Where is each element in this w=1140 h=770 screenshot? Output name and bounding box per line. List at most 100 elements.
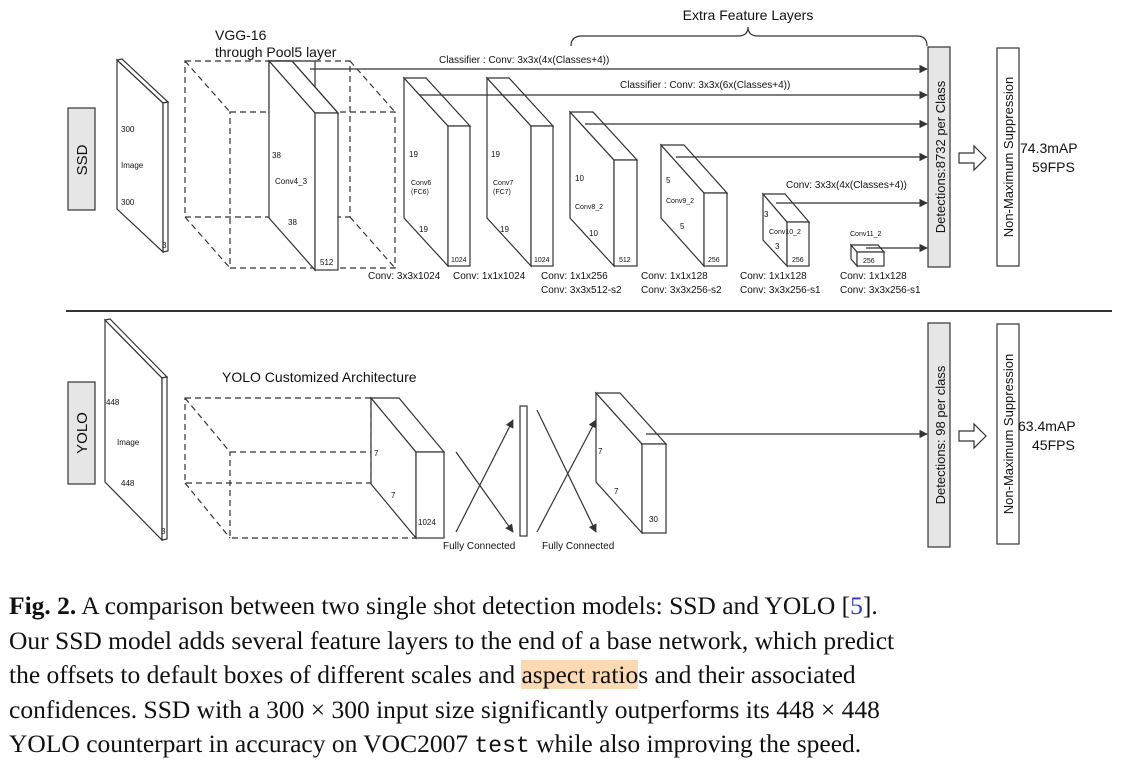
extra-layers-title: Extra Feature Layers — [683, 7, 814, 23]
caption-code-test: test — [474, 733, 530, 759]
ssd-fps: 59FPS — [1032, 159, 1075, 175]
ssd-side-label: SSD — [74, 144, 91, 175]
conv11-2-name: Conv11_2 — [850, 231, 882, 238]
fc6-name-1: Conv6 — [411, 180, 431, 187]
yolo-map: 63.4mAP — [1018, 418, 1076, 434]
yolo-side-label: YOLO — [74, 412, 91, 454]
caption-line-1-end: ]. — [862, 591, 878, 620]
conv10-2-block — [761, 192, 811, 268]
caption-line-1-text: A comparison between two single shot det… — [76, 591, 851, 620]
conv11-2-depth: 256 — [863, 258, 875, 265]
caption-line-5: YOLO counterpart in accuracy on VOC2007 … — [9, 727, 1139, 764]
ssd-image-dim-top: 300 — [121, 125, 135, 134]
fc7-dim-top: 19 — [491, 150, 500, 159]
conv10-2-dim-bottom: 3 — [775, 242, 780, 251]
vgg-title-2: through Pool5 layer — [215, 44, 337, 60]
fc6-dim-bottom: 19 — [419, 225, 428, 234]
conv9-2-block — [659, 143, 729, 268]
yolo-out-dim-bottom: 7 — [614, 487, 619, 496]
ssd-detections-label: Detections:8732 per Class — [933, 80, 948, 233]
ssd-detections-box — [927, 46, 951, 268]
ssd-diagram: SSD 300 Image 300 3 VGG-16 through Pool5… — [67, 7, 1078, 296]
caption-line-2: Our SSD model adds several feature layer… — [9, 625, 895, 655]
op-label-4a: Conv: 1x1x128 — [641, 271, 708, 282]
ssd-nms-box — [996, 47, 1020, 267]
conv4-3-block — [267, 59, 340, 272]
ssd-image-depth: 3 — [162, 241, 167, 250]
conv4-3-dim-left: 38 — [272, 151, 281, 160]
fc7-name-2: (FC7) — [493, 189, 511, 196]
yolo-fps: 45FPS — [1032, 437, 1075, 453]
conv10-2-dim-top: 3 — [764, 210, 769, 219]
conv11-2-block — [849, 243, 886, 268]
ssd-map: 74.3mAP — [1020, 140, 1078, 156]
ssd-nms-arrow — [958, 144, 987, 172]
yolo-block-dim-bottom: 7 — [391, 491, 396, 500]
yolo-detections-box — [927, 322, 951, 548]
vgg-title-1: VGG-16 — [215, 27, 267, 43]
yolo-nms-label: Non-Maximum Suppression — [1001, 354, 1016, 514]
yolo-out-depth: 30 — [649, 515, 658, 524]
yolo-side-box — [67, 381, 96, 485]
caption-line-3-end: s and their associated — [638, 660, 856, 689]
yolo-fc-label-2: Fully Connected — [542, 541, 614, 552]
yolo-nms-box — [996, 323, 1020, 545]
fc6-block — [402, 76, 472, 268]
ssd-image-dim-bottom: 300 — [121, 198, 135, 207]
ssd-input-image — [115, 58, 170, 254]
conv8-2-dim-bottom: 10 — [589, 229, 598, 238]
conv9-2-name: Conv9_2 — [666, 198, 694, 205]
op-label-6a: Conv: 1x1x128 — [840, 271, 907, 282]
op-label-5a: Conv: 1x1x128 — [740, 271, 807, 282]
op-label-2: Conv: 1x1x1024 — [453, 271, 526, 282]
yolo-feature-block — [369, 396, 446, 540]
yolo-nms-arrow — [958, 422, 987, 450]
op-label-3b: Conv: 3x3x512-s2 — [541, 285, 622, 296]
yolo-diagram: YOLO 448 Image 448 3 YOLO Customized Arc… — [67, 318, 1076, 552]
citation-link[interactable]: 5 — [850, 591, 863, 620]
classifier-label-2: Classifier : Conv: 3x3x(6x(Classes+4)) — [620, 80, 790, 91]
ssd-nms-label: Non-Maximum Suppression — [1001, 77, 1016, 237]
conv8-2-name: Conv8_2 — [575, 204, 603, 211]
op-label-4b: Conv: 3x3x256-s2 — [641, 285, 722, 296]
conv10-2-name: Conv10_2 — [769, 229, 801, 236]
op-label-6b: Conv: 3x3x256-s1 — [840, 285, 921, 296]
classifier-label-1: Classifier : Conv: 3x3x(4x(Classes+4)) — [439, 55, 609, 66]
ssd-side-box — [67, 107, 96, 211]
fc6-depth: 1024 — [451, 257, 467, 264]
conv4-3-dim-bottom: 38 — [288, 218, 297, 227]
figure-caption: Fig. 2. A comparison between two single … — [9, 589, 1139, 764]
fc7-block — [485, 76, 555, 268]
conv8-2-dim-top: 10 — [575, 174, 584, 183]
yolo-image-depth: 3 — [161, 527, 166, 536]
conv9-2-depth: 256 — [708, 257, 720, 264]
yolo-block-dim-left: 7 — [374, 449, 379, 458]
fc6-name-2: (FC6) — [411, 189, 429, 196]
caption-line-4: confidences. SSD with a 300 × 300 input … — [9, 694, 880, 724]
architecture-figure: SSD 300 Image 300 3 VGG-16 through Pool5… — [66, 7, 1112, 552]
caption-line-3-text: the offsets to default boxes of differen… — [9, 660, 522, 689]
extra-layers-brace — [570, 26, 928, 47]
yolo-detections-label: Detections: 98 per class — [933, 365, 948, 504]
conv8-2-block — [568, 110, 639, 268]
op-label-5b: Conv: 3x3x256-s1 — [740, 285, 821, 296]
caption-line-3: the offsets to default boxes of differen… — [9, 658, 1139, 693]
caption-line-1: Fig. 2. A comparison between two single … — [9, 589, 1139, 624]
yolo-image-dim-bottom: 448 — [121, 479, 135, 488]
yolo-output-block — [594, 391, 668, 535]
yolo-arch-title: YOLO Customized Architecture — [222, 369, 417, 385]
conv10-2-depth: 256 — [792, 257, 804, 264]
op-label-1: Conv: 3x3x1024 — [368, 271, 441, 282]
ssd-image-name: Image — [121, 161, 144, 170]
caption-line-5-text: YOLO counterpart in accuracy on VOC2007 — [9, 729, 475, 758]
fc7-name-1: Conv7 — [493, 180, 513, 187]
yolo-image-name: Image — [117, 438, 140, 447]
conv4-3-depth: 512 — [320, 258, 334, 267]
yolo-out-dim-top: 7 — [598, 447, 603, 456]
classifier-label-3: Conv: 3x3x(4x(Classes+4)) — [786, 180, 907, 191]
figure-label: Fig. 2. — [9, 591, 77, 620]
yolo-block-depth: 1024 — [418, 518, 436, 527]
fc7-depth: 1024 — [534, 257, 550, 264]
op-label-3a: Conv: 1x1x256 — [541, 271, 608, 282]
yolo-input-image — [103, 318, 169, 542]
